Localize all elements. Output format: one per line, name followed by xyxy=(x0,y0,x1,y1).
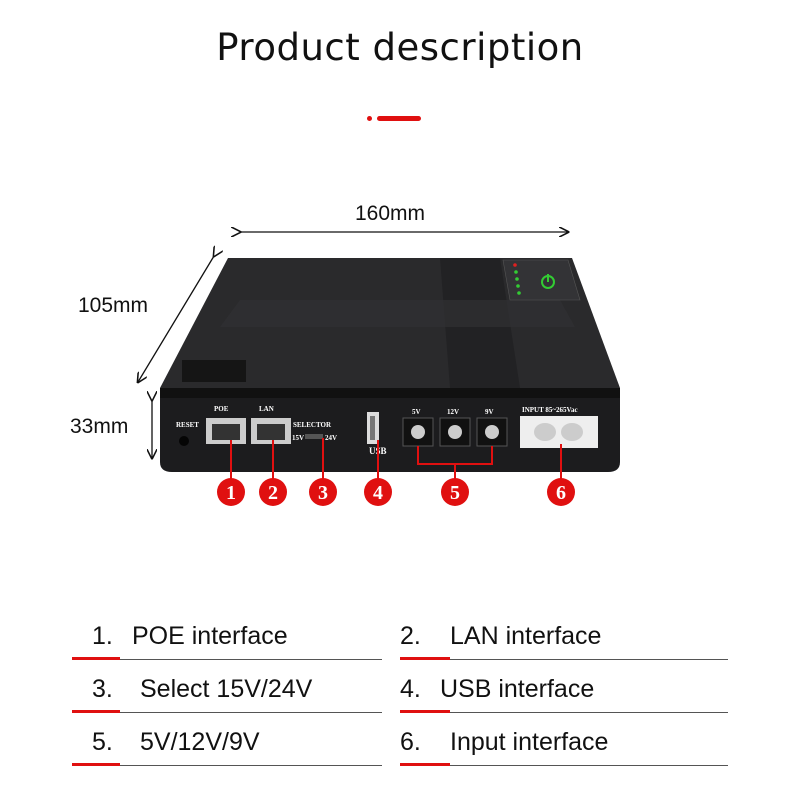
callout-5 xyxy=(441,478,469,506)
callout-2 xyxy=(259,478,287,506)
svg-text:1: 1 xyxy=(226,482,236,504)
dc9-label: 9V xyxy=(485,408,494,416)
callout-4 xyxy=(364,478,392,506)
callout-lines xyxy=(230,438,562,480)
selector-label: SELECTOR xyxy=(293,421,332,429)
dimension-arrows xyxy=(138,232,568,458)
ac-input-port xyxy=(520,416,598,448)
callout-6 xyxy=(547,478,575,506)
callout-markers: 1 2 3 4 5 6 xyxy=(217,478,575,506)
svg-text:4: 4 xyxy=(373,482,383,504)
dc5-label: 5V xyxy=(412,408,421,416)
input-label: INPUT 85~265Vac xyxy=(522,406,578,414)
svg-text:2: 2 xyxy=(268,482,278,504)
feature-item-3: 3.Select 15V/24V xyxy=(92,675,313,703)
reset-hole xyxy=(179,436,189,446)
svg-text:3: 3 xyxy=(318,482,328,504)
svg-text:5: 5 xyxy=(450,482,460,504)
feature-item-5: 5.5V/12V/9V xyxy=(92,728,260,756)
height-label: 33mm xyxy=(70,415,129,438)
title-accent-bar xyxy=(377,116,421,121)
length-label: 160mm xyxy=(355,202,426,225)
selector-24v: 24V xyxy=(325,434,337,442)
feature-item-6: 6.Input interface xyxy=(400,728,609,756)
svg-text:6: 6 xyxy=(556,482,566,504)
poe-label: POE xyxy=(214,405,229,413)
reset-label: RESET xyxy=(176,421,199,429)
title-accent-dot xyxy=(367,116,372,121)
width-arrow xyxy=(138,256,214,382)
page-title: Product description xyxy=(216,26,584,69)
dc12-label: 12V xyxy=(447,408,459,416)
selector-switch xyxy=(305,434,323,439)
lan-label: LAN xyxy=(259,405,274,413)
callout-3 xyxy=(309,478,337,506)
selector-15v: 15V xyxy=(292,434,304,442)
device-body: RESET POE LAN SELECTOR 15V 24V USB 5V 12… xyxy=(160,258,620,472)
feature-item-2: 2.LAN interface xyxy=(400,622,602,650)
dc-12v-port xyxy=(439,417,471,447)
callout-1 xyxy=(217,478,245,506)
width-label: 105mm xyxy=(78,294,149,317)
feature-item-1: 1.POE interface xyxy=(92,622,288,650)
led-red xyxy=(513,263,517,267)
feature-item-4: 4.USB interface xyxy=(400,675,595,703)
